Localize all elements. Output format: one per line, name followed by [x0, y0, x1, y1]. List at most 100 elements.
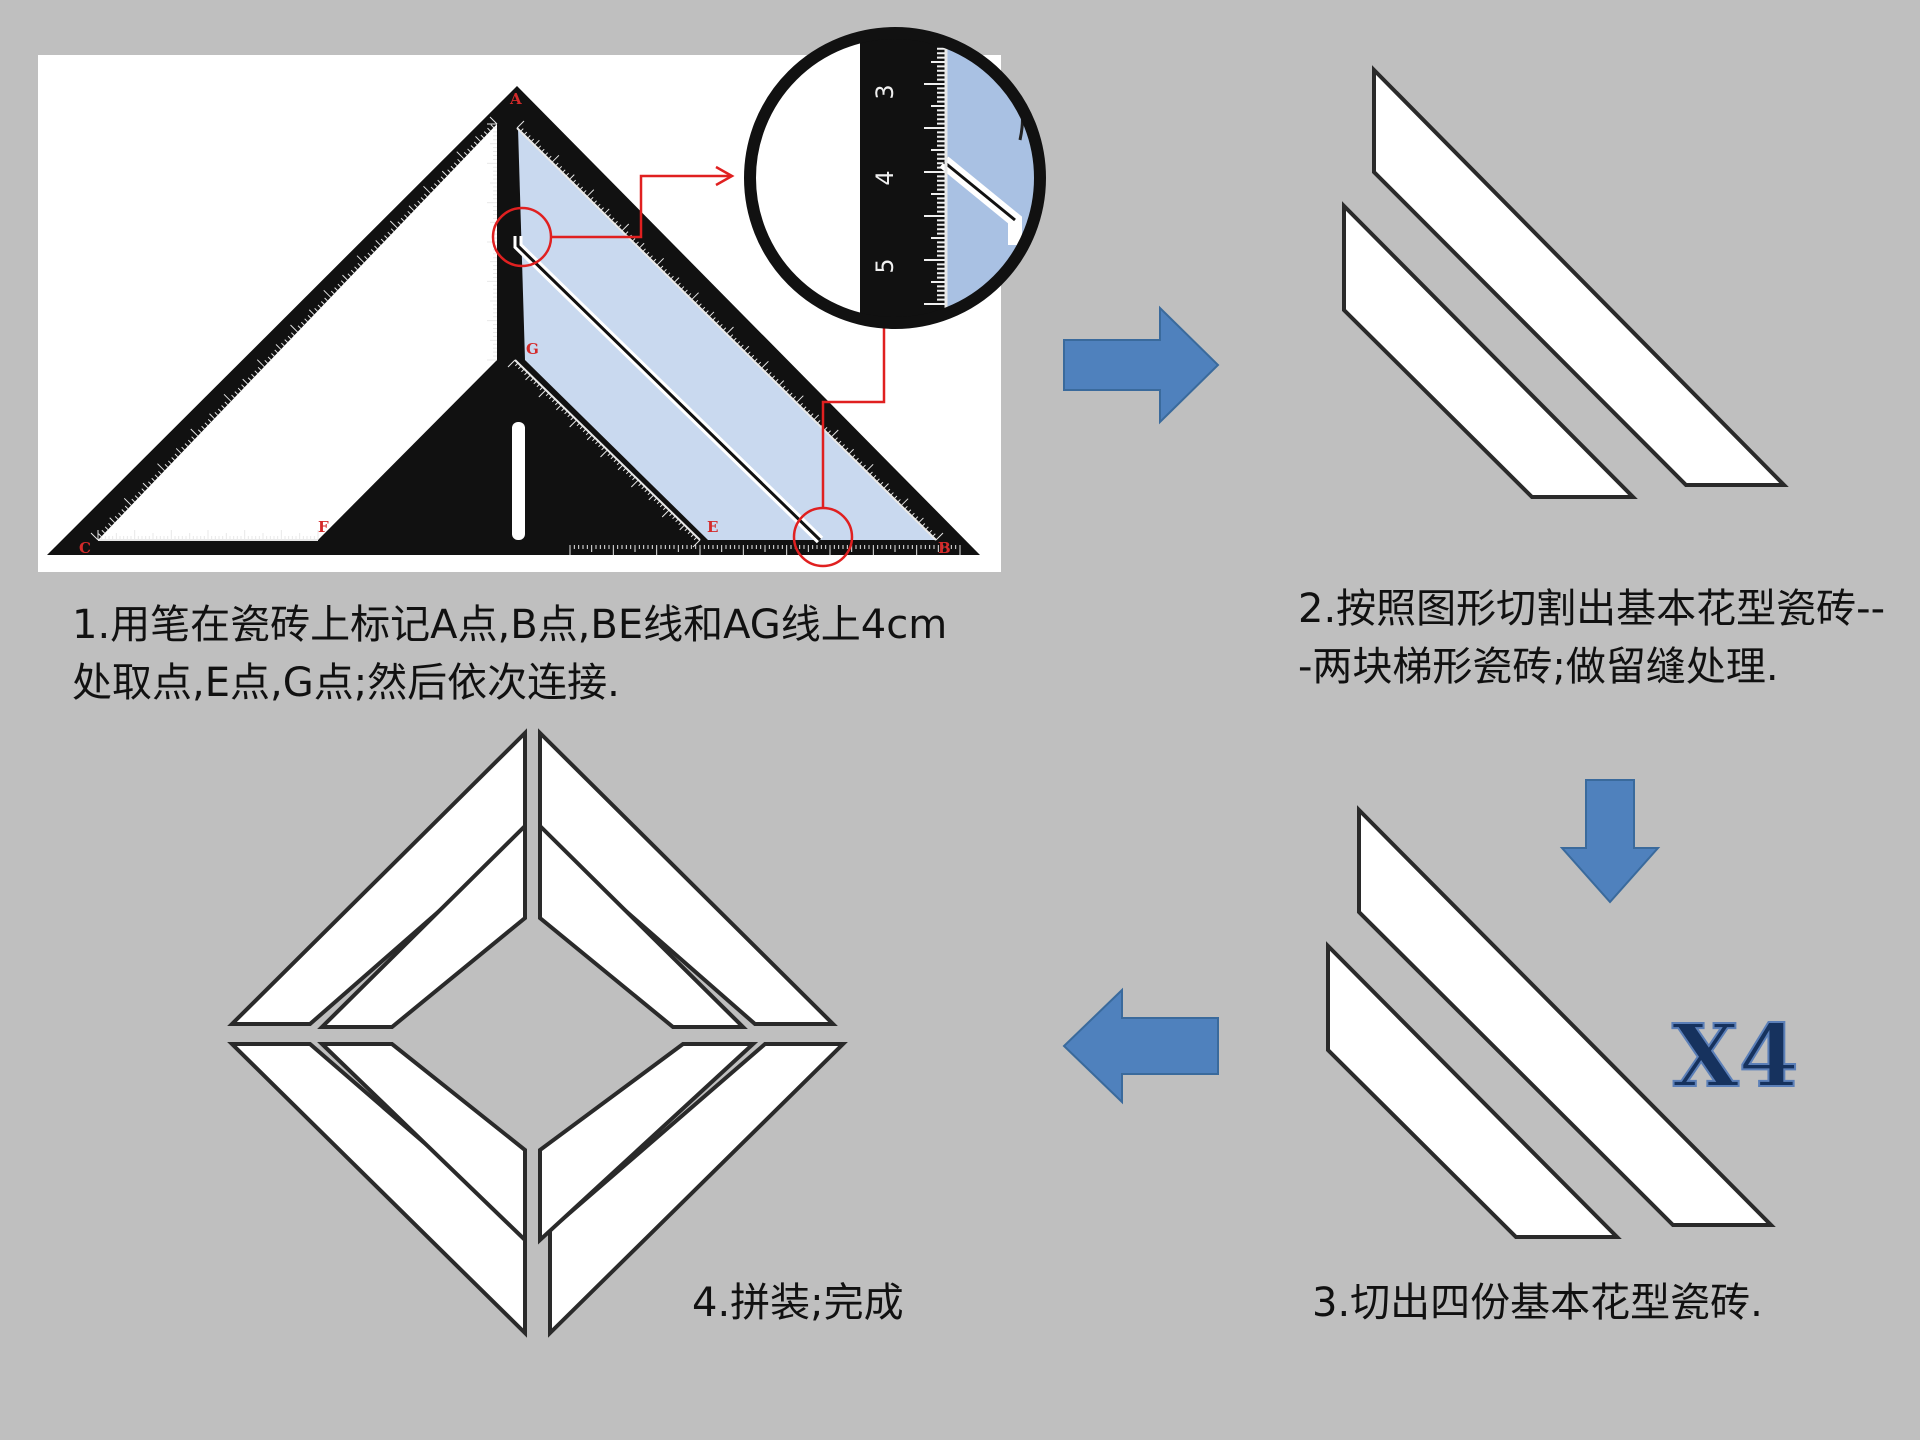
- ruler-tick: [108, 522, 112, 527]
- ruler-tick: [904, 505, 908, 510]
- ruler-tick: [317, 304, 322, 309]
- ruler-tick: [617, 224, 622, 228]
- ruler-tick: [90, 532, 99, 541]
- ruler-tick: [539, 386, 544, 391]
- ruler-tick: [666, 272, 671, 276]
- ruler-tick: [548, 155, 552, 160]
- ruler-tick: [595, 440, 599, 445]
- ruler-tick: [221, 405, 225, 409]
- ruler-tick: [855, 457, 859, 462]
- ruler-tick: [907, 509, 912, 513]
- ruler-tick: [928, 529, 933, 534]
- ruler-tick: [530, 138, 535, 143]
- ruler-tick: [802, 406, 807, 410]
- ruler-tick: [558, 166, 563, 170]
- ruler-tick: [613, 458, 618, 463]
- ruler-slot: [512, 422, 525, 540]
- ruler-tick: [297, 325, 302, 329]
- ruler-tick: [138, 491, 142, 496]
- ruler-tick: [516, 120, 525, 129]
- ruler-tick: [507, 359, 516, 368]
- ruler-tick: [520, 128, 524, 132]
- ruler-tick: [534, 139, 540, 146]
- ruler-tick: [879, 481, 884, 486]
- ruler-tick: [600, 207, 604, 211]
- ruler-tick: [548, 395, 553, 400]
- ruler-tick: [555, 401, 559, 406]
- ruler-tick: [525, 374, 531, 381]
- ruler-tick: [897, 499, 901, 503]
- ruler-tick: [638, 242, 645, 249]
- tile-top-left-inner: [317, 821, 527, 1029]
- ruler-tick: [330, 290, 335, 295]
- ruler-tick: [380, 238, 385, 243]
- ruler-tick: [848, 448, 854, 455]
- ruler-tick: [705, 310, 709, 314]
- ruler-ticks: [90, 116, 961, 555]
- ruler-tick: [121, 509, 125, 513]
- ruler-tick: [175, 448, 182, 454]
- ruler-tick: [893, 495, 898, 500]
- ruler-tick: [207, 418, 212, 423]
- ruler-tick: [771, 375, 776, 379]
- ruler-tick: [869, 471, 873, 476]
- ruler-tick: [656, 257, 665, 266]
- ruler-tick: [356, 255, 365, 264]
- trapezoid-tile-upper: [1372, 65, 1789, 487]
- ruler-tick: [290, 324, 298, 333]
- ruler-tick: [284, 339, 288, 343]
- ruler-tick: [775, 378, 779, 383]
- ruler-tick: [911, 512, 915, 517]
- ruler-tick: [536, 383, 541, 388]
- ruler-tick: [304, 318, 308, 322]
- ruler-tick: [694, 299, 699, 304]
- ruler-tick: [799, 402, 803, 407]
- ruler-tick: [98, 533, 102, 537]
- ruler-tick: [935, 532, 944, 541]
- ruler-tick: [541, 148, 545, 153]
- ruler-tick: [642, 248, 646, 252]
- ruler-tick: [314, 308, 318, 312]
- ruler-tick: [659, 265, 664, 270]
- ruler-tick: [569, 174, 575, 180]
- ruler-tick: [862, 464, 866, 469]
- ruler-tick: [768, 372, 772, 376]
- ruler-tick: [473, 141, 478, 146]
- ruler-tick: [722, 327, 727, 331]
- ruler-tick: [648, 494, 655, 501]
- ruler-tick: [925, 526, 929, 531]
- ruler-tick: [687, 293, 692, 297]
- ruler-tick: [184, 443, 189, 447]
- ruler-tick: [197, 429, 202, 433]
- ruler-tick: [370, 249, 375, 253]
- ruler-tick: [684, 527, 689, 532]
- ruler-tick: [142, 482, 149, 489]
- ruler-tick: [647, 491, 652, 496]
- ruler-tick: [792, 396, 796, 400]
- ruler-tick: [450, 165, 455, 170]
- ruler-tick: [264, 360, 268, 364]
- ruler-tick: [788, 392, 793, 397]
- ruler-tick: [342, 274, 348, 281]
- ruler-tick: [433, 183, 438, 187]
- ruler-tick: [307, 314, 312, 319]
- ruler-tick: [334, 287, 338, 291]
- ruler-tick: [629, 473, 633, 478]
- ruler-tick: [364, 256, 368, 260]
- ruler-tick: [151, 477, 155, 482]
- point-label-e: E: [707, 518, 718, 536]
- tile-top-right-outer: [538, 728, 838, 1026]
- ruler-tick: [209, 413, 215, 420]
- ruler-tick: [234, 391, 239, 395]
- ruler-tick: [785, 389, 790, 393]
- ruler-tick: [865, 463, 874, 472]
- ruler-tick: [600, 449, 608, 458]
- ruler-tick: [533, 380, 537, 385]
- ruler-tick: [569, 419, 578, 428]
- ruler-tick: [467, 148, 471, 153]
- arrow-down: [1559, 779, 1661, 904]
- zoom-scale-3: 3: [871, 84, 899, 99]
- ruler-tick: [340, 280, 345, 284]
- ruler-tick: [670, 275, 674, 280]
- ruler-tick: [687, 530, 692, 535]
